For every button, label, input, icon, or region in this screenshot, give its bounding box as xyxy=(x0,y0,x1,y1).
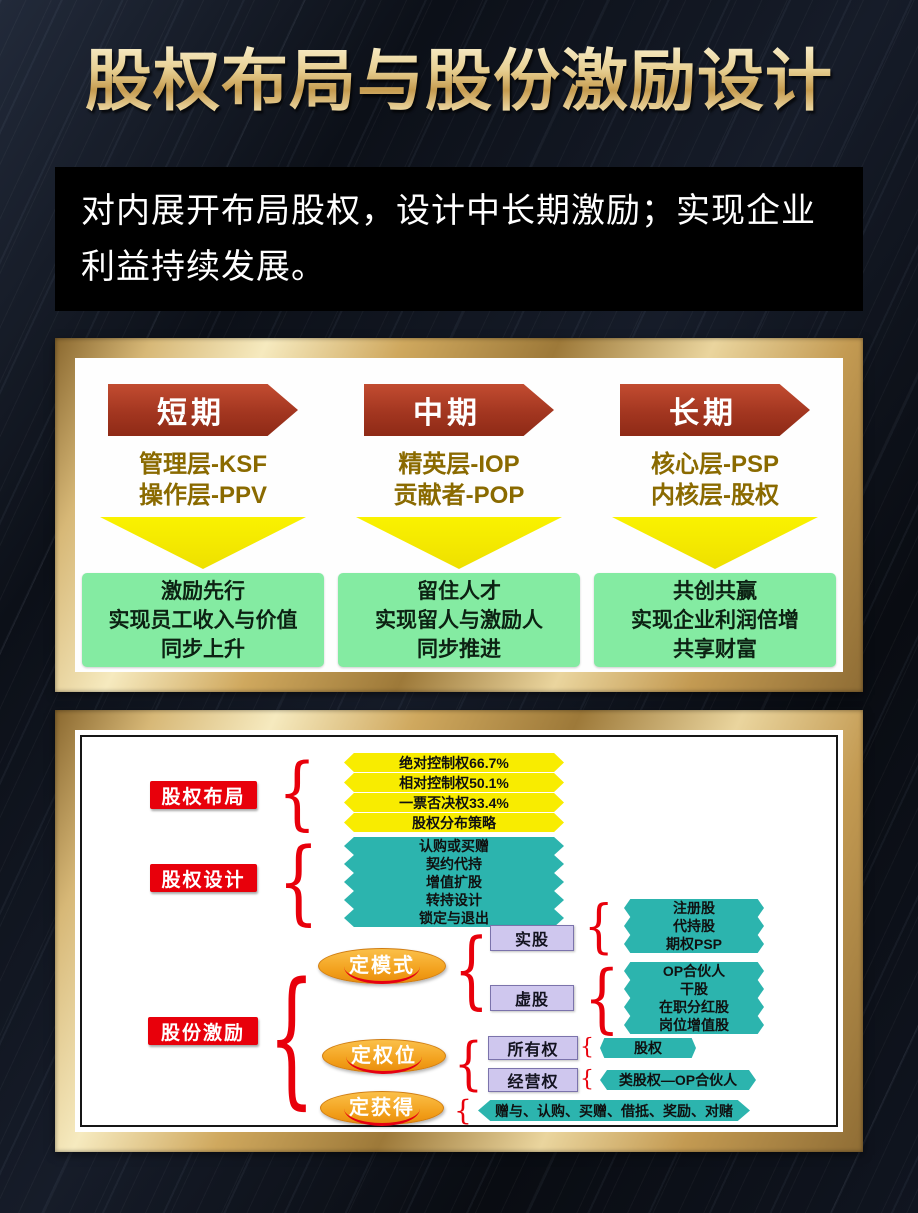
management-box: 经营权 xyxy=(488,1068,578,1092)
tier-line: 管理层-KSF xyxy=(138,451,267,478)
equity-layout-item: 股权分布策略 xyxy=(344,813,564,832)
node-define-rights: 定权位 xyxy=(322,1039,446,1074)
equity-design-item: 契约代持 xyxy=(344,855,564,873)
timeline-gold-frame: 短期 管理层-KSF 操作层-PPV 激励先行 实现员工收入与价值 同步上升 中… xyxy=(55,338,863,692)
brace-connector xyxy=(580,1037,594,1059)
outcome-line: 留住人才 xyxy=(417,579,501,603)
real-share-item: 代持股 xyxy=(624,917,764,935)
outcome-box: 激励先行 实现员工收入与价值 同步上升 xyxy=(82,573,324,667)
outcome-line: 同步推进 xyxy=(417,637,501,661)
virtual-share-item: 在职分红股 xyxy=(624,998,764,1016)
brace-connector xyxy=(584,961,620,1036)
intro-text: 对内展开布局股权，设计中长期激励；实现企业利益持续发展。 xyxy=(81,192,816,287)
tier-line: 内核层-股权 xyxy=(650,482,779,509)
outcome-line: 共享财富 xyxy=(673,637,757,661)
brace-connector xyxy=(454,927,489,1011)
acquire-item: 赠与、认购、买赠、借抵、奖励、对赌 xyxy=(478,1100,750,1121)
tier-lines: 核心层-PSP 内核层-股权 xyxy=(651,449,779,511)
brace-connector xyxy=(584,897,614,955)
real-share-item: 期权PSP xyxy=(624,935,764,953)
node-define-acquire: 定获得 xyxy=(320,1091,444,1126)
tier-line: 精英层-IOP xyxy=(398,451,520,478)
equity-layout-label: 股权布局 xyxy=(150,781,257,809)
brace-connector xyxy=(268,963,315,1111)
tier-line: 核心层-PSP xyxy=(650,451,779,478)
tier-lines: 精英层-IOP 贡献者-POP xyxy=(394,449,525,511)
node-define-acquire-label: 定获得 xyxy=(344,1091,420,1126)
down-arrow-icon xyxy=(356,517,562,569)
equity-design-item: 增值扩股 xyxy=(344,873,564,891)
brace-connector xyxy=(278,836,319,928)
ownership-item: 股权 xyxy=(600,1038,696,1058)
virtual-share-item: 岗位增值股 xyxy=(624,1016,764,1034)
equity-design-item: 转持设计 xyxy=(344,891,564,909)
stage-label: 短期 xyxy=(157,397,225,430)
equity-design-label: 股权设计 xyxy=(150,864,257,892)
real-share-item: 注册股 xyxy=(624,899,764,917)
real-share-box: 实股 xyxy=(490,925,574,951)
down-arrow-icon xyxy=(100,517,306,569)
stage-arrow-mid: 中期 xyxy=(364,384,554,436)
outcome-line: 实现留人与激励人 xyxy=(375,608,543,632)
virtual-share-item: OP合伙人 xyxy=(624,962,764,980)
equity-layout-item: 绝对控制权66.7% xyxy=(344,753,564,772)
outcome-line: 实现员工收入与价值 xyxy=(108,608,298,632)
brace-connector xyxy=(278,753,316,833)
virtual-share-box: 虚股 xyxy=(490,985,574,1011)
brace-connector xyxy=(454,1036,483,1093)
outcome-line: 共创共赢 xyxy=(673,579,757,603)
tier-lines: 管理层-KSF 操作层-PPV xyxy=(139,449,267,511)
equity-layout-item: 相对控制权50.1% xyxy=(344,773,564,792)
ownership-box: 所有权 xyxy=(488,1036,578,1060)
page-title: 股权布局与股份激励设计 xyxy=(0,40,918,124)
down-arrow-icon xyxy=(612,517,818,569)
tier-line: 操作层-PPV xyxy=(138,482,267,509)
timeline-column-mid-term: 中期 精英层-IOP 贡献者-POP 留住人才 实现留人与激励人 同步推进 xyxy=(331,358,587,672)
tier-line: 贡献者-POP xyxy=(393,482,525,509)
share-incentive-label: 股份激励 xyxy=(148,1017,258,1045)
virtual-share-item: 干股 xyxy=(624,980,764,998)
brace-connector xyxy=(454,1097,472,1125)
equity-layout-item: 一票否决权33.4% xyxy=(344,793,564,812)
stage-label: 中期 xyxy=(413,397,481,430)
equity-design-item: 锁定与退出 xyxy=(344,909,564,927)
outcome-box: 留住人才 实现留人与激励人 同步推进 xyxy=(338,573,580,667)
timeline-panel: 短期 管理层-KSF 操作层-PPV 激励先行 实现员工收入与价值 同步上升 中… xyxy=(75,358,843,672)
mindmap-gold-frame: 股权布局 股权设计 股份激励 绝对控制权66.7% 相对控制权50.1% 一票否… xyxy=(55,710,863,1152)
node-define-mode: 定模式 xyxy=(318,948,446,984)
stage-arrow-short: 短期 xyxy=(108,384,298,436)
stage-arrow-long: 长期 xyxy=(620,384,810,436)
outcome-line: 激励先行 xyxy=(161,579,245,603)
outcome-box: 共创共赢 实现企业利润倍增 共享财富 xyxy=(594,573,836,667)
outcome-line: 同步上升 xyxy=(161,637,245,661)
management-item: 类股权—OP合伙人 xyxy=(600,1070,756,1090)
mindmap-panel: 股权布局 股权设计 股份激励 绝对控制权66.7% 相对控制权50.1% 一票否… xyxy=(75,730,843,1132)
outcome-line: 实现企业利润倍增 xyxy=(631,608,799,632)
timeline-column-short-term: 短期 管理层-KSF 操作层-PPV 激励先行 实现员工收入与价值 同步上升 xyxy=(75,358,331,672)
node-define-rights-label: 定权位 xyxy=(346,1039,422,1074)
node-define-mode-label: 定模式 xyxy=(344,949,420,984)
equity-design-item: 认购或买赠 xyxy=(344,837,564,855)
brace-connector xyxy=(580,1069,594,1091)
stage-label: 长期 xyxy=(669,397,737,430)
timeline-column-long-term: 长期 核心层-PSP 内核层-股权 共创共赢 实现企业利润倍增 共享财富 xyxy=(587,358,843,672)
intro-box: 对内展开布局股权，设计中长期激励；实现企业利益持续发展。 xyxy=(55,167,863,312)
mindmap-canvas: 股权布局 股权设计 股份激励 绝对控制权66.7% 相对控制权50.1% 一票否… xyxy=(80,735,838,1127)
